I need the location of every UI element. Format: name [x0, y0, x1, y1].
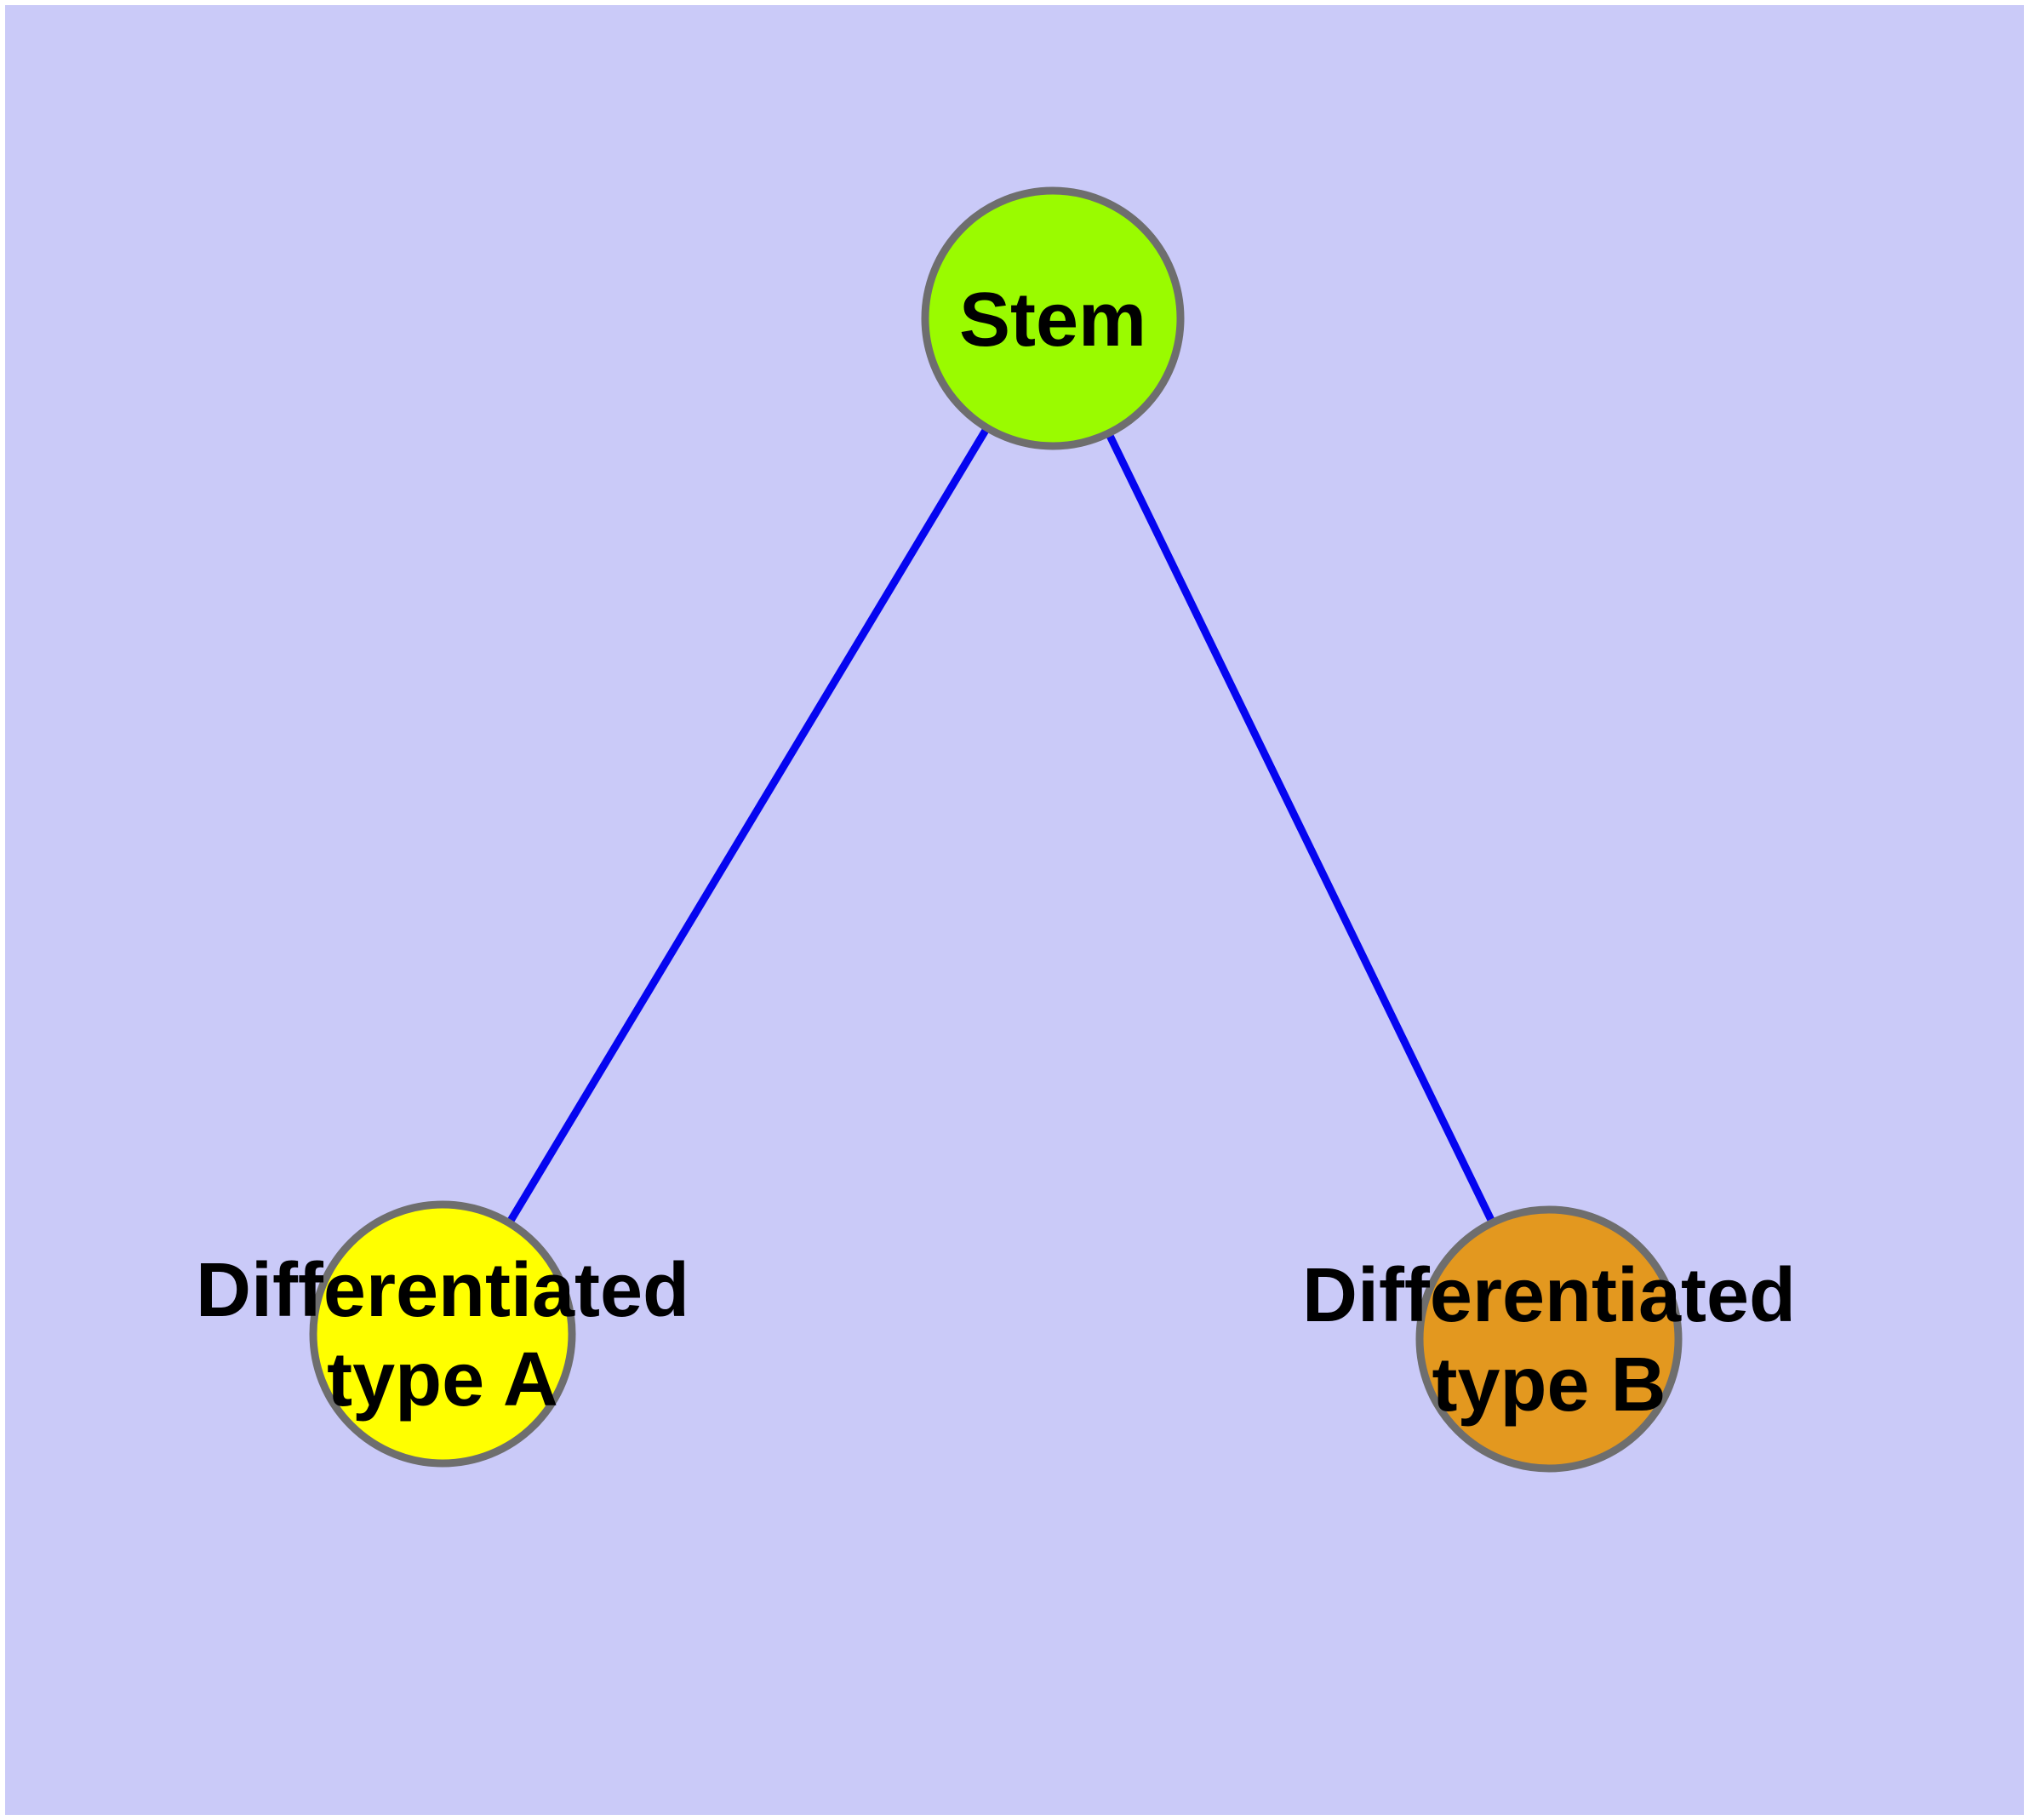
node-type-a-label-line1: Differentiated — [196, 1248, 689, 1333]
node-stem-label: Stem — [959, 278, 1146, 363]
node-stem-circle — [921, 186, 1185, 450]
node-type-b-label-line1: Differentiated — [1302, 1253, 1796, 1338]
node-type-a-label-line2: type A — [327, 1337, 558, 1422]
node-type-b-circle — [1415, 1205, 1683, 1473]
node-type-b-label-line2: type B — [1432, 1342, 1666, 1428]
edge-stem-to-type-b — [1049, 317, 1553, 1341]
edge-stem-to-type-a — [439, 316, 1056, 1336]
node-type-a-circle — [309, 1200, 576, 1468]
